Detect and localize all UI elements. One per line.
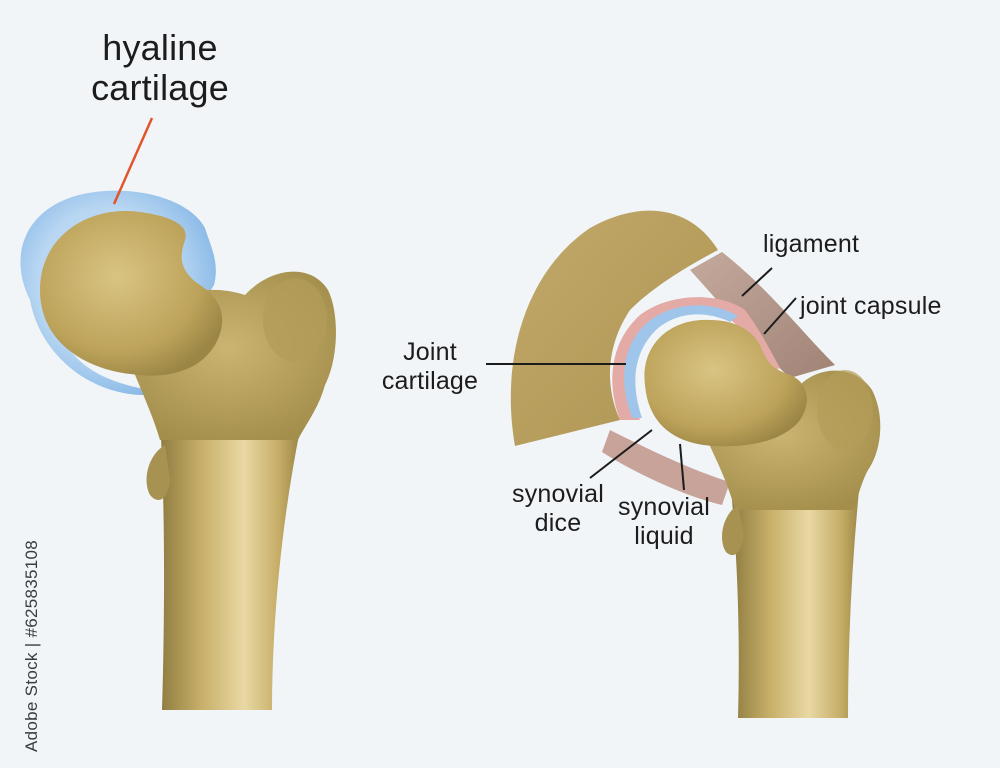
label-synovial-liquid: synovial liquid [618,493,710,550]
ligament-leader [741,267,773,297]
acetabulum-bone [510,210,718,446]
label-hyaline-cartilage: hyaline cartilage [91,27,229,108]
joint-capsule-band [690,252,835,378]
left-femur-shaft [160,420,300,710]
label-ligament: ligament [763,230,860,258]
left-greater-trochanter [263,278,327,362]
label-synovial-dice: synovial dice [512,480,604,537]
right-femoral-head [644,319,807,447]
label-joint-capsule: joint capsule [800,292,942,320]
right-greater-trochanter [817,370,873,450]
right-femur-shaft [732,480,860,718]
stock-id-watermark: Adobe Stock | #625835108 [22,539,41,752]
synovial-liquid-leader [679,443,685,491]
right-hip-joint [510,210,881,718]
joint-capsule-leader [763,297,797,335]
left-femoral-head [40,210,223,376]
synovial-dice-leader [589,429,653,479]
label-joint-cartilage: Joint cartilage [381,338,479,395]
hyaline-cartilage-leader [112,117,154,205]
right-lesser-trochanter [722,505,744,556]
left-lesser-trochanter [146,445,170,500]
left-femur [20,190,336,710]
joint-capsule-lower [602,430,730,505]
joint-cartilage-layer [624,305,738,418]
